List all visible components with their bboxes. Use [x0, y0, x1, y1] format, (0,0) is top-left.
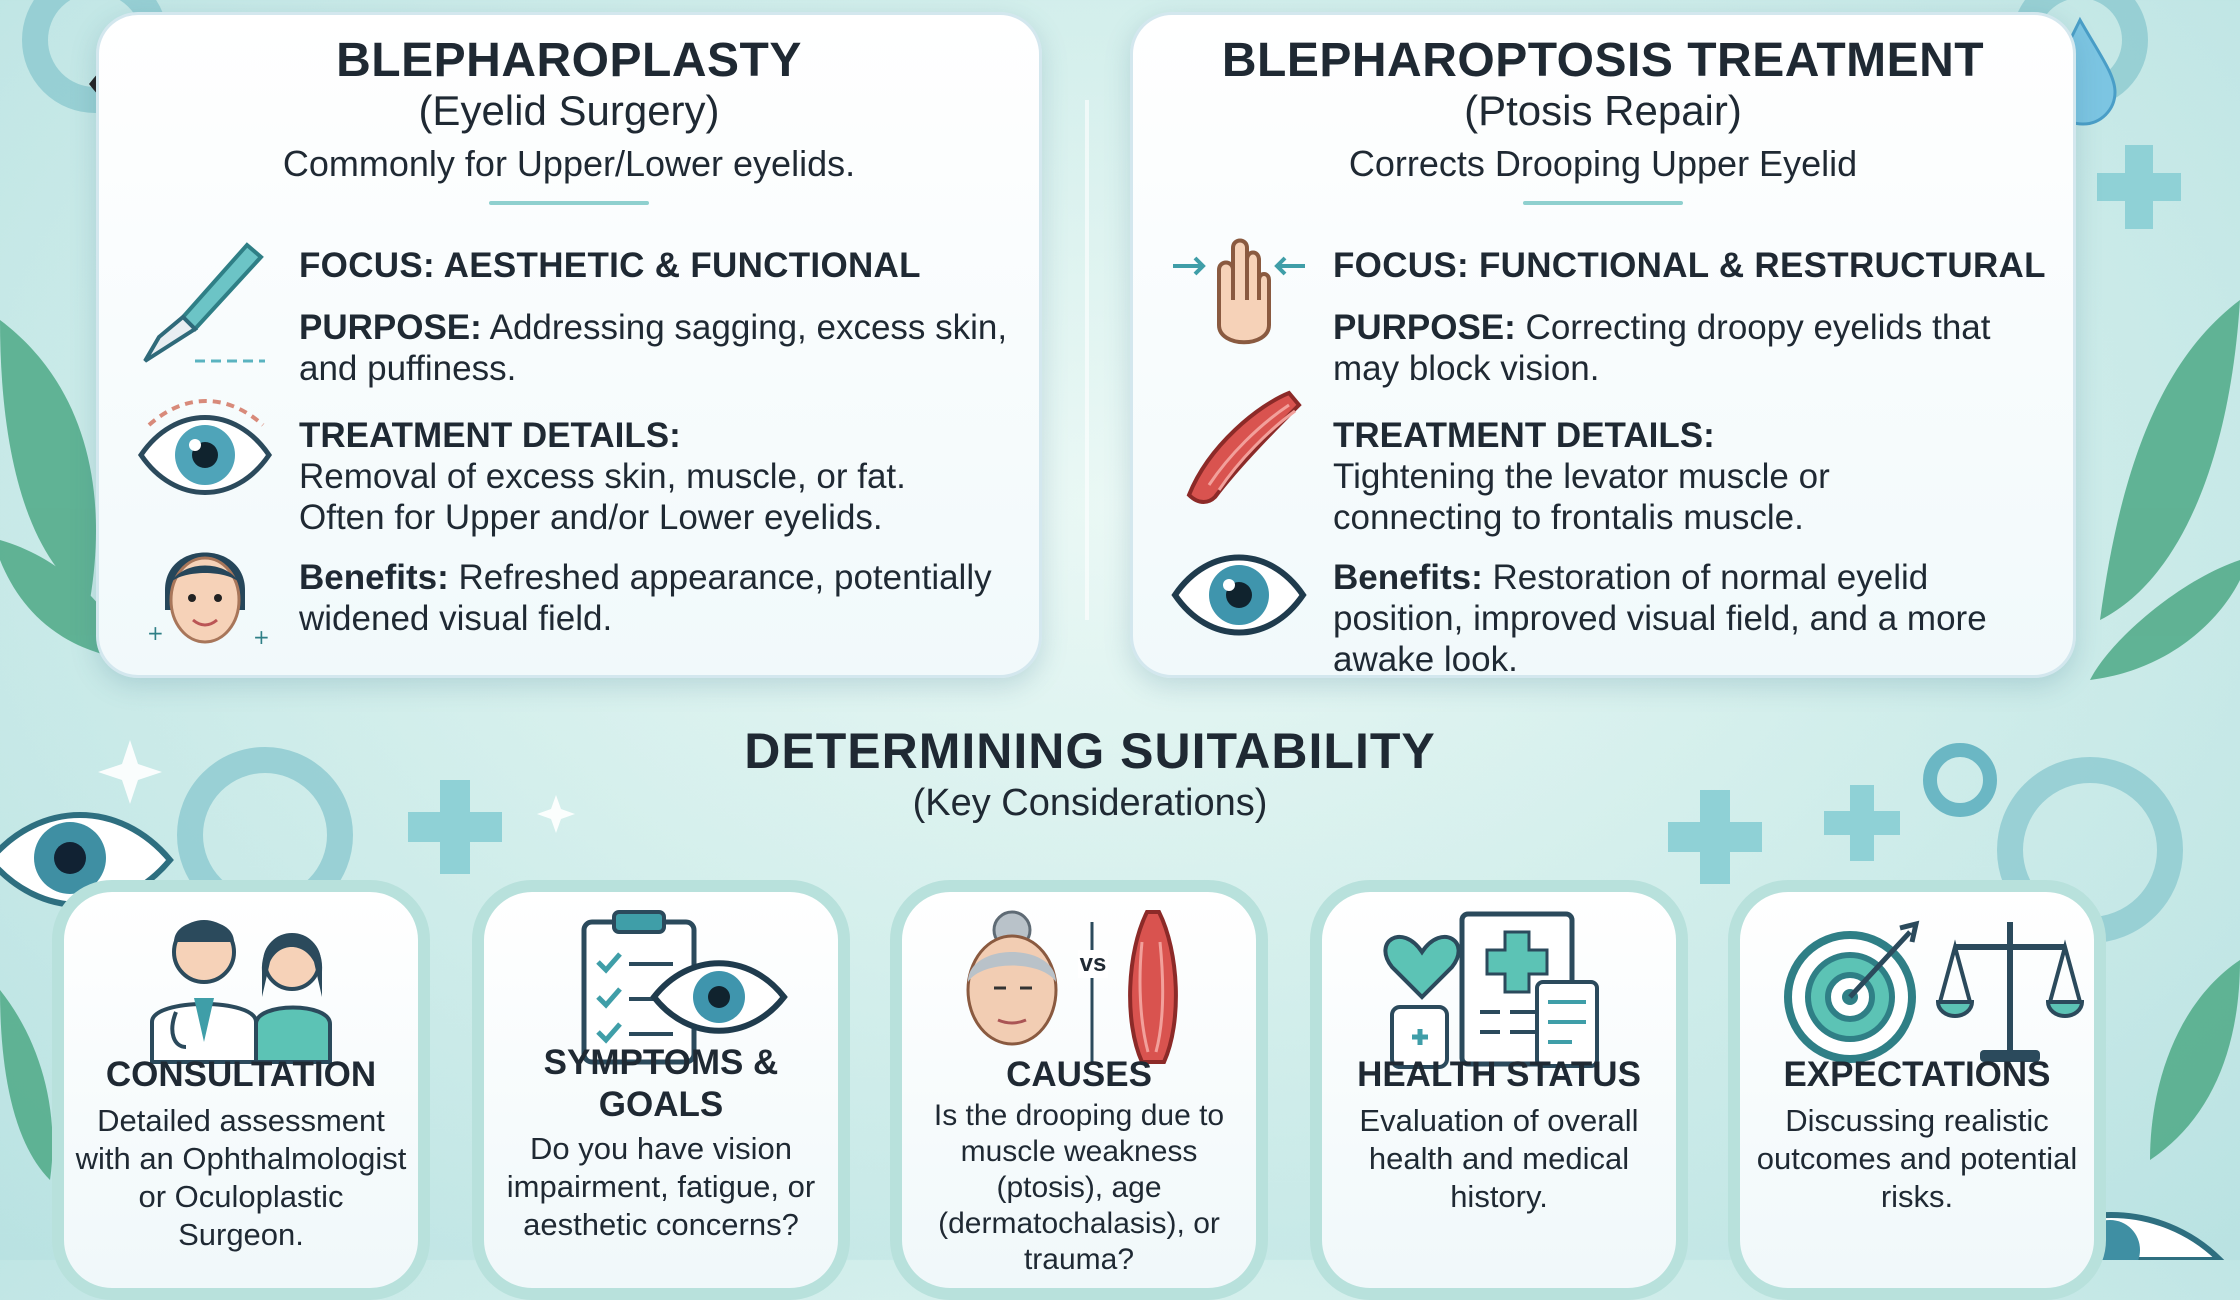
tile-title: SYMPTOMS & GOALS — [543, 1043, 779, 1124]
card-title: BLEPHAROPTOSIS TREATMENT — [1221, 34, 1985, 87]
details-line: Often for Upper and/or Lower eyelids. — [299, 498, 883, 537]
benefits-value: Refreshed appearance, potentially widene… — [299, 558, 992, 638]
purpose-value: Addressing sagging, excess skin, and puf… — [299, 308, 1008, 388]
card-tagline: Corrects Drooping Upper Eyelid — [1348, 143, 1858, 184]
tile-title: CAUSES — [1006, 1055, 1152, 1094]
purpose-label: PURPOSE: — [1333, 308, 1516, 347]
medical-records-icon — [1383, 911, 1599, 1069]
plus-icon — [1824, 785, 1900, 861]
purpose-text: PURPOSE: Correcting droopy eyelids that … — [1333, 307, 2053, 389]
blepharoptosis-card: BLEPHAROPTOSIS TREATMENT (Ptosis Repair)… — [1130, 12, 2076, 680]
section-subtitle: (Key Considerations) — [912, 782, 1268, 824]
gear-icon — [1923, 743, 1997, 817]
details-label: TREATMENT DETAILS: — [1333, 416, 1715, 455]
target-scale-icon — [1784, 920, 2085, 1063]
card-subtitle: (Eyelid Surgery) — [418, 87, 720, 134]
svg-text:+: + — [147, 621, 164, 645]
eye-icon — [137, 399, 273, 495]
section-title: DETERMINING SUITABILITY — [744, 723, 1436, 779]
benefits-text: Benefits: Restoration of normal eyelid p… — [1333, 557, 2053, 680]
treatment-details: TREATMENT DETAILS: Removal of excess ski… — [299, 415, 1019, 538]
details-line: connecting to frontalis muscle. — [1333, 498, 1804, 537]
plus-icon — [2097, 145, 2181, 229]
details-line: Tightening the levator muscle or — [1333, 457, 1830, 496]
tile-description: Is the drooping due to muscle weakness (… — [933, 1099, 1225, 1276]
blepharoplasty-card: BLEPHAROPLASTY (Eyelid Surgery) Commonly… — [96, 12, 1042, 678]
treatment-details: TREATMENT DETAILS: Tightening the levato… — [1333, 415, 2053, 538]
tile-description: Detailed assessment with an Ophthalmolog… — [75, 1103, 407, 1252]
plus-icon — [1668, 790, 1762, 884]
svg-text:+: + — [253, 625, 270, 649]
divider — [489, 201, 649, 205]
tile-description: Discussing realistic outcomes and potent… — [1756, 1103, 2078, 1214]
sparkle-icon — [537, 795, 575, 833]
purpose-value: Correcting droopy eyelids that may block… — [1333, 308, 1991, 388]
leaf-icon — [2100, 300, 2240, 620]
plus-icon — [408, 780, 502, 874]
leaf-icon — [0, 990, 53, 1180]
leaf-icon — [2090, 560, 2240, 680]
checklist-eye-icon — [581, 910, 788, 1065]
symptoms-goals-tile: SYMPTOMS & GOALS Do you have vision impa… — [472, 880, 850, 1300]
vs-label: vs — [1078, 950, 1108, 978]
benefits-value: Restoration of normal eyelid position, i… — [1333, 558, 1987, 679]
tile-description: Do you have vision impairment, fatigue, … — [506, 1131, 816, 1242]
eye-icon — [1171, 554, 1307, 636]
purpose-label: PURPOSE: — [299, 308, 482, 347]
age-vs-muscle-icon — [966, 910, 1178, 1064]
divider — [1523, 201, 1683, 205]
expectations-tile: EXPECTATIONS Discussing realistic outcom… — [1728, 880, 2106, 1300]
doctor-patient-icon — [150, 920, 332, 1064]
focus-text: FOCUS: FUNCTIONAL & RESTRUCTURAL — [1333, 246, 2046, 285]
details-label: TREATMENT DETAILS: — [299, 416, 681, 455]
face-icon: + + — [147, 552, 270, 649]
card-title: BLEPHAROPLASTY — [336, 34, 802, 87]
leaf-icon — [0, 320, 96, 600]
scalpel-icon — [143, 242, 265, 363]
leaf-icon — [2150, 960, 2240, 1160]
consultation-tile: CONSULTATION Detailed assessment with an… — [52, 880, 430, 1300]
purpose-text: PURPOSE: Addressing sagging, excess skin… — [299, 307, 1019, 389]
details-line: Removal of excess skin, muscle, or fat. — [299, 457, 906, 496]
background-decorations — [0, 0, 2240, 1260]
focus-text: FOCUS: AESTHETIC & FUNCTIONAL — [299, 246, 921, 285]
card-tagline: Commonly for Upper/Lower eyelids. — [282, 143, 856, 184]
tile-description: Evaluation of overall health and medical… — [1359, 1103, 1639, 1214]
benefits-label: Benefits: — [1333, 558, 1483, 597]
sparkle-icon — [98, 740, 162, 804]
tile-title: HEALTH STATUS — [1357, 1055, 1641, 1094]
benefits-text: Benefits: Refreshed appearance, potentia… — [299, 557, 1019, 639]
card-subtitle: (Ptosis Repair) — [1464, 87, 1742, 134]
benefits-label: Benefits: — [299, 558, 449, 597]
tile-title: EXPECTATIONS — [1783, 1055, 2051, 1094]
pinch-hand-icon — [1173, 238, 1305, 345]
health-status-tile: HEALTH STATUS Evaluation of overall heal… — [1310, 880, 1688, 1300]
tile-title: CONSULTATION — [105, 1055, 377, 1094]
causes-tile: vs CAUSES Is the drooping due to muscle … — [890, 880, 1268, 1300]
muscle-icon — [1186, 390, 1302, 504]
